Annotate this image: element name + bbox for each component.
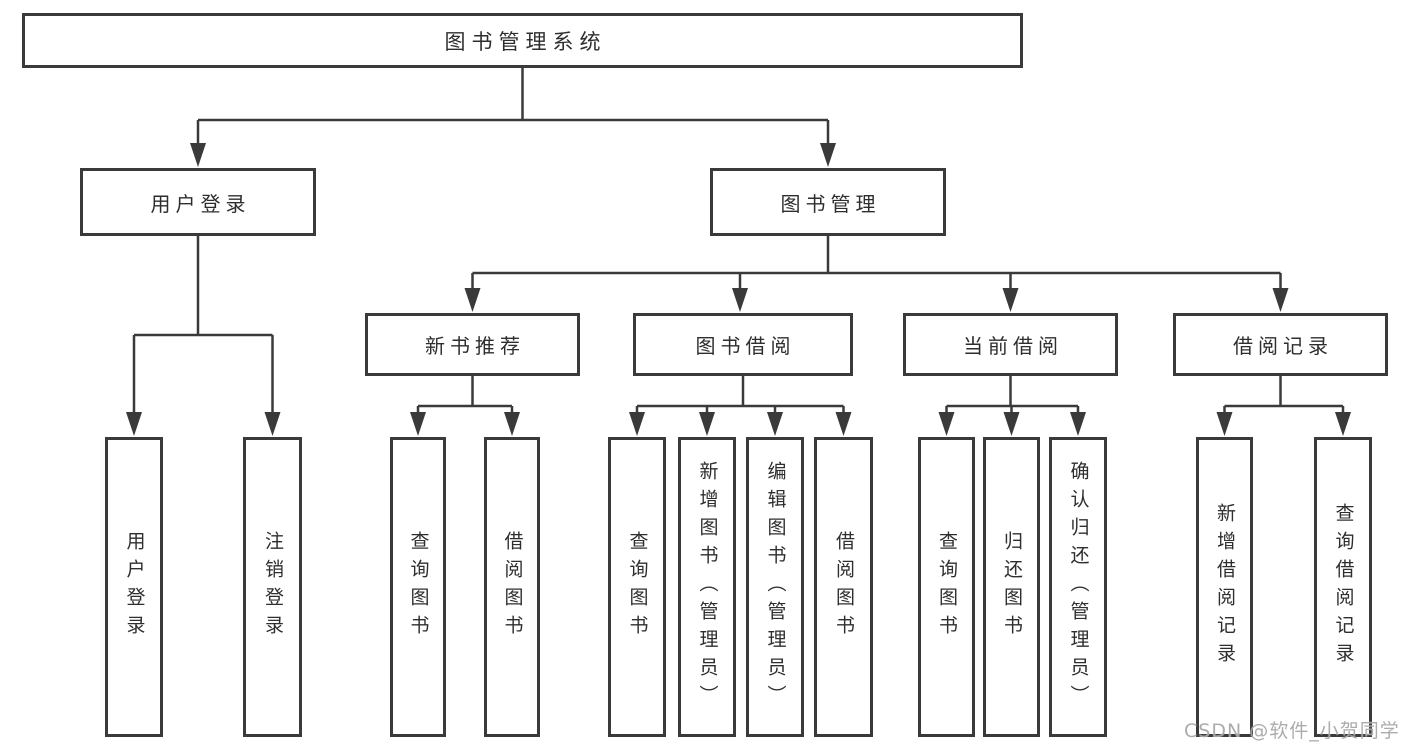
leaf-logout: 注销登录	[243, 437, 302, 737]
leaf-user-login: 用户登录	[105, 437, 163, 737]
leaf-nbr-borrow-books-label: 借阅图书	[501, 531, 524, 643]
leaf-bb-borrow-books: 借阅图书	[814, 437, 873, 737]
leaf-cb-confirm-return-admin-label: 确认归还（管理员）	[1067, 461, 1090, 713]
node-root: 图书管理系统	[22, 13, 1023, 68]
leaf-logout-label: 注销登录	[262, 531, 284, 643]
leaf-br-query-record: 查询借阅记录	[1314, 437, 1372, 737]
node-user-login-label: 用户登录	[150, 191, 251, 216]
edge-new-book-split	[416, 376, 514, 416]
leaf-cb-query-books: 查询图书	[918, 437, 975, 737]
node-borrow-records-label: 借阅记录	[1233, 334, 1333, 358]
leaf-nbr-query-books-label: 查询图书	[407, 531, 430, 643]
leaf-nbr-query-books: 查询图书	[390, 437, 446, 737]
leaf-user-login-label: 用户登录	[123, 531, 146, 643]
edge-user-login-split	[132, 236, 274, 416]
leaf-bb-add-book-admin: 新增图书（管理员）	[678, 437, 736, 737]
leaf-bb-query-books-label: 查询图书	[626, 531, 649, 643]
leaf-bb-edit-book-admin: 编辑图书（管理员）	[746, 437, 804, 737]
leaf-bb-query-books: 查询图书	[608, 437, 666, 737]
leaf-br-add-record: 新增借阅记录	[1196, 437, 1253, 737]
csdn-watermark: CSDN @软件_小贺同学	[1184, 720, 1400, 742]
node-new-book-recommend-label: 新书推荐	[425, 334, 525, 358]
node-current-borrow-label: 当前借阅	[963, 334, 1063, 358]
leaf-br-query-record-label: 查询借阅记录	[1332, 503, 1355, 671]
edge-current-borrow-split	[945, 376, 1080, 416]
leaf-bb-edit-book-admin-label: 编辑图书（管理员）	[764, 461, 787, 713]
leaf-cb-query-books-label: 查询图书	[936, 531, 958, 643]
leaf-nbr-borrow-books: 借阅图书	[484, 437, 540, 737]
edge-root-split	[196, 68, 830, 150]
edge-book-mgmt-split	[471, 236, 1282, 294]
node-user-login: 用户登录	[80, 168, 316, 236]
node-book-management-label: 图书管理	[780, 191, 881, 216]
edge-book-borrow-split	[635, 376, 845, 416]
leaf-cb-return-books: 归还图书	[983, 437, 1040, 737]
node-current-borrow: 当前借阅	[903, 313, 1118, 376]
leaf-cb-return-books-label: 归还图书	[1001, 531, 1023, 643]
node-book-borrow-label: 图书借阅	[695, 334, 796, 358]
node-book-management: 图书管理	[710, 168, 946, 236]
node-book-borrow: 图书借阅	[633, 313, 853, 376]
node-root-label: 图书管理系统	[444, 29, 607, 54]
leaf-bb-add-book-admin-label: 新增图书（管理员）	[696, 461, 719, 713]
leaf-cb-confirm-return-admin: 确认归还（管理员）	[1049, 437, 1107, 737]
leaf-br-add-record-label: 新增借阅记录	[1214, 503, 1236, 671]
node-borrow-records: 借阅记录	[1173, 313, 1388, 376]
node-new-book-recommend: 新书推荐	[365, 313, 580, 376]
edge-borrow-records-split	[1223, 376, 1345, 416]
leaf-bb-borrow-books-label: 借阅图书	[833, 531, 855, 643]
